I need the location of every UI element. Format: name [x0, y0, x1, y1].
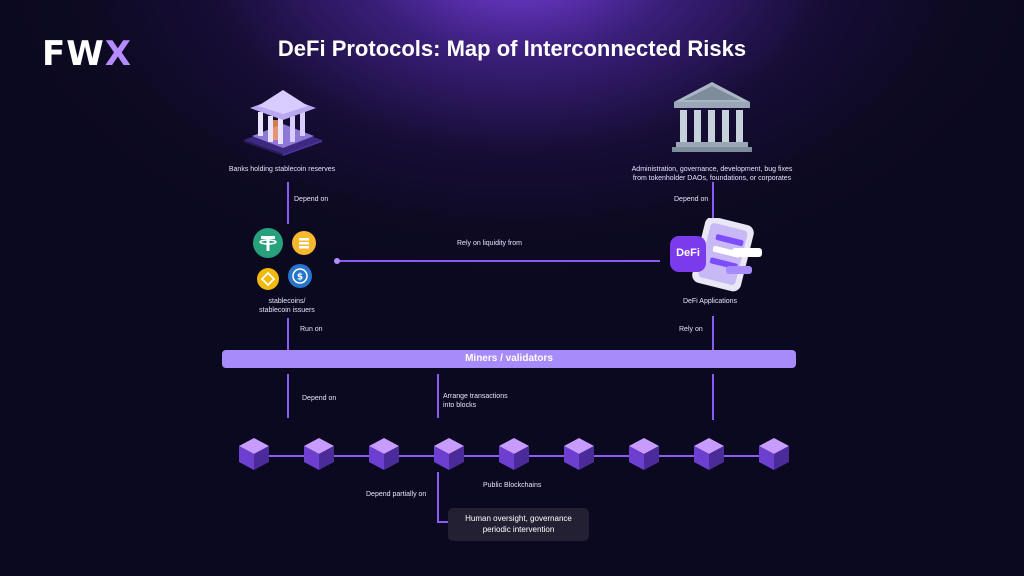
edge-banks-stablecoins [287, 182, 289, 224]
edge-defi-miners [712, 316, 714, 350]
bank-icon-purple [244, 90, 322, 156]
admin-label: Administration, governance, development,… [614, 165, 810, 183]
edge-defi-stablecoins [338, 260, 660, 262]
admin-label-line1: Administration, governance, development,… [631, 166, 793, 173]
fwx-logo: FWX [42, 34, 132, 74]
edge-label-rely-on-liquidity: Rely on liquidity from [457, 240, 522, 247]
admin-label-line2: from tokenholder DAOs, foundations, or c… [632, 175, 792, 182]
block-cube-icon [759, 438, 789, 470]
edge-stablecoins-miners [287, 318, 289, 350]
defi-badge: DeFi [676, 247, 700, 259]
phone-app-icon [670, 218, 762, 292]
edge-miners-chain-left [287, 374, 289, 418]
edge-miners-chain-right [712, 374, 714, 420]
edge-label-arrange-line2: into blocks [443, 402, 477, 409]
block-cube-icon [499, 438, 529, 470]
block-cube-icon [434, 438, 464, 470]
miners-validators-bar: Miners / validators [222, 350, 796, 368]
edge-label-arrange: Arrange transactions into blocks [443, 392, 508, 410]
bank-icon-grey [672, 82, 752, 152]
edge-label-depend-partially: Depend partially on [366, 491, 427, 498]
edge-label-banks-depend-on: Depend on [294, 196, 329, 203]
defi-apps-label: DeFi Applications [682, 298, 738, 305]
stablecoins-label-line2: stablecoin issuers [259, 307, 315, 314]
oversight-line2: periodic intervention [482, 525, 555, 534]
edge-admin-defi [712, 182, 714, 228]
edge-chain-oversight [437, 472, 439, 522]
block-cube-icon [369, 438, 399, 470]
edge-label-depend-on-chain: Depend on [302, 395, 337, 402]
banks-label: Banks holding stablecoin reserves [228, 166, 336, 173]
block-cube-icon [564, 438, 594, 470]
edge-label-arrange-line1: Arrange transactions [443, 393, 508, 400]
usdc-coin-icon: $ [288, 264, 312, 288]
edge-arrow-dot [334, 258, 340, 264]
oversight-line1: Human oversight, governance [465, 514, 572, 523]
busd-coin-icon [257, 268, 279, 290]
svg-text:$: $ [297, 273, 303, 283]
block-cube-icon [694, 438, 724, 470]
human-oversight-box: Human oversight, governance periodic int… [448, 508, 589, 541]
stablecoins-label-line1: stablecoins/ [268, 298, 306, 305]
stablecoins-label: stablecoins/ stablecoin issuers [232, 297, 342, 315]
block-cube-icon [629, 438, 659, 470]
tether-coin-icon [253, 228, 283, 258]
sol-coin-icon [292, 231, 316, 255]
edge-oversight-link [437, 521, 448, 523]
block-cube-icon [304, 438, 334, 470]
public-blockchains-label: Public Blockchains [483, 482, 542, 489]
edge-miners-chain-center [437, 374, 439, 418]
edge-label-run-on: Run on [300, 326, 323, 333]
page-title: DeFi Protocols: Map of Interconnected Ri… [277, 36, 747, 61]
edge-label-rely-on: Rely on [679, 326, 703, 333]
edge-label-admin-depend-on: Depend on [674, 196, 709, 203]
block-cube-icon [239, 438, 269, 470]
